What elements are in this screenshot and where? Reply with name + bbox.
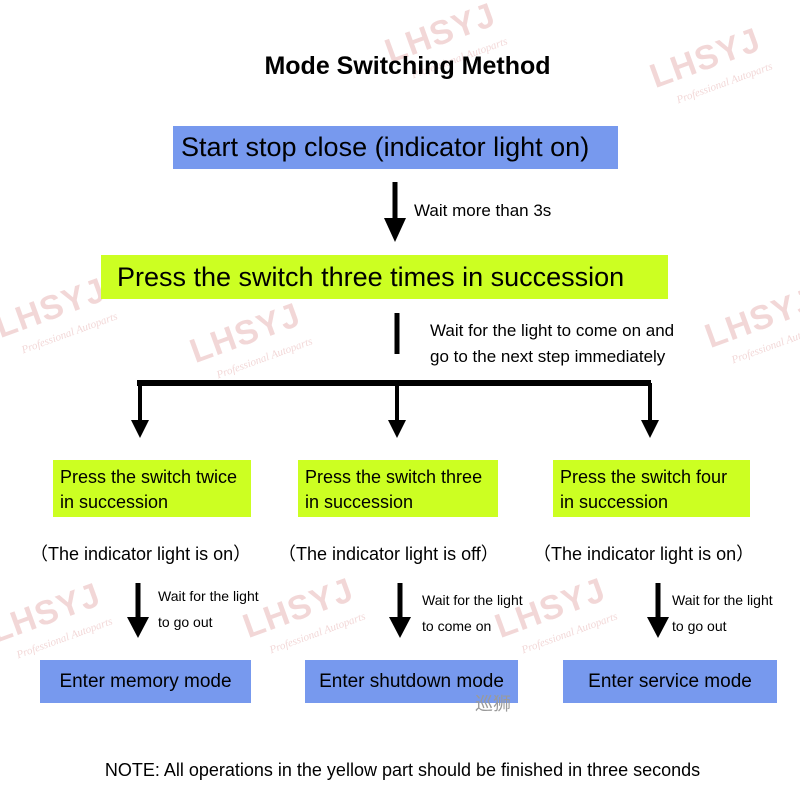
wait-note: Wait for the light to come on (422, 587, 523, 639)
mode-box-shutdown: Enter shutdown mode (305, 660, 518, 703)
arrow-head (641, 420, 659, 438)
branch-action-box: Press the switch four in succession (553, 460, 750, 517)
wait-note: Wait for the light to go out (158, 583, 259, 635)
branch-action-line: Press the switch twice (60, 467, 238, 487)
page-title: Mode Switching Method (264, 52, 551, 80)
watermark-stamp: 巡狮 (475, 694, 511, 714)
branch-action-line: in succession (305, 492, 414, 512)
indicator-status: （The indicator light is on） (533, 544, 755, 564)
arrow-head (647, 617, 669, 638)
mode-box-memory: Enter memory mode (40, 660, 251, 703)
wait-note: Wait more than 3s (414, 201, 552, 220)
wait-note-line: Wait for the light (422, 592, 523, 608)
wait-note: Wait for the light to come on and go to … (430, 318, 674, 370)
wait-note: Wait for the light to go out (672, 587, 773, 639)
arrow-head (127, 617, 149, 638)
arrow-head (389, 617, 411, 638)
wait-note-line: Wait for the light (158, 588, 259, 604)
arrow-head (384, 218, 406, 242)
wait-note-line: to go out (672, 618, 727, 634)
footer-note: NOTE: All operations in the yellow part … (104, 760, 701, 780)
branch-action-box: Press the switch twice in succession (53, 460, 251, 517)
branch-action-line: in succession (60, 492, 169, 512)
wait-note-line: to come on (422, 618, 492, 634)
indicator-status: （The indicator light is on） (30, 544, 252, 564)
wait-note-line: go to the next step immediately (430, 347, 666, 366)
branch-action-line: Press the switch four (560, 467, 728, 487)
mode-box-service: Enter service mode (563, 660, 777, 703)
wait-note-line: Wait for the light (672, 592, 773, 608)
step-press-three-box: Press the switch three times in successi… (101, 255, 668, 299)
step-start-box: Start stop close (indicator light on) (173, 126, 618, 169)
wait-note-line: Wait for the light to come on and (430, 321, 675, 340)
indicator-status: （The indicator light is off） (278, 544, 499, 564)
branch-action-line: in succession (560, 492, 669, 512)
branch-action-box: Press the switch three in succession (298, 460, 498, 517)
wait-note-line: to go out (158, 614, 213, 630)
arrow-head (388, 420, 406, 438)
branch-action-line: Press the switch three (305, 467, 483, 487)
arrow-head (131, 420, 149, 438)
